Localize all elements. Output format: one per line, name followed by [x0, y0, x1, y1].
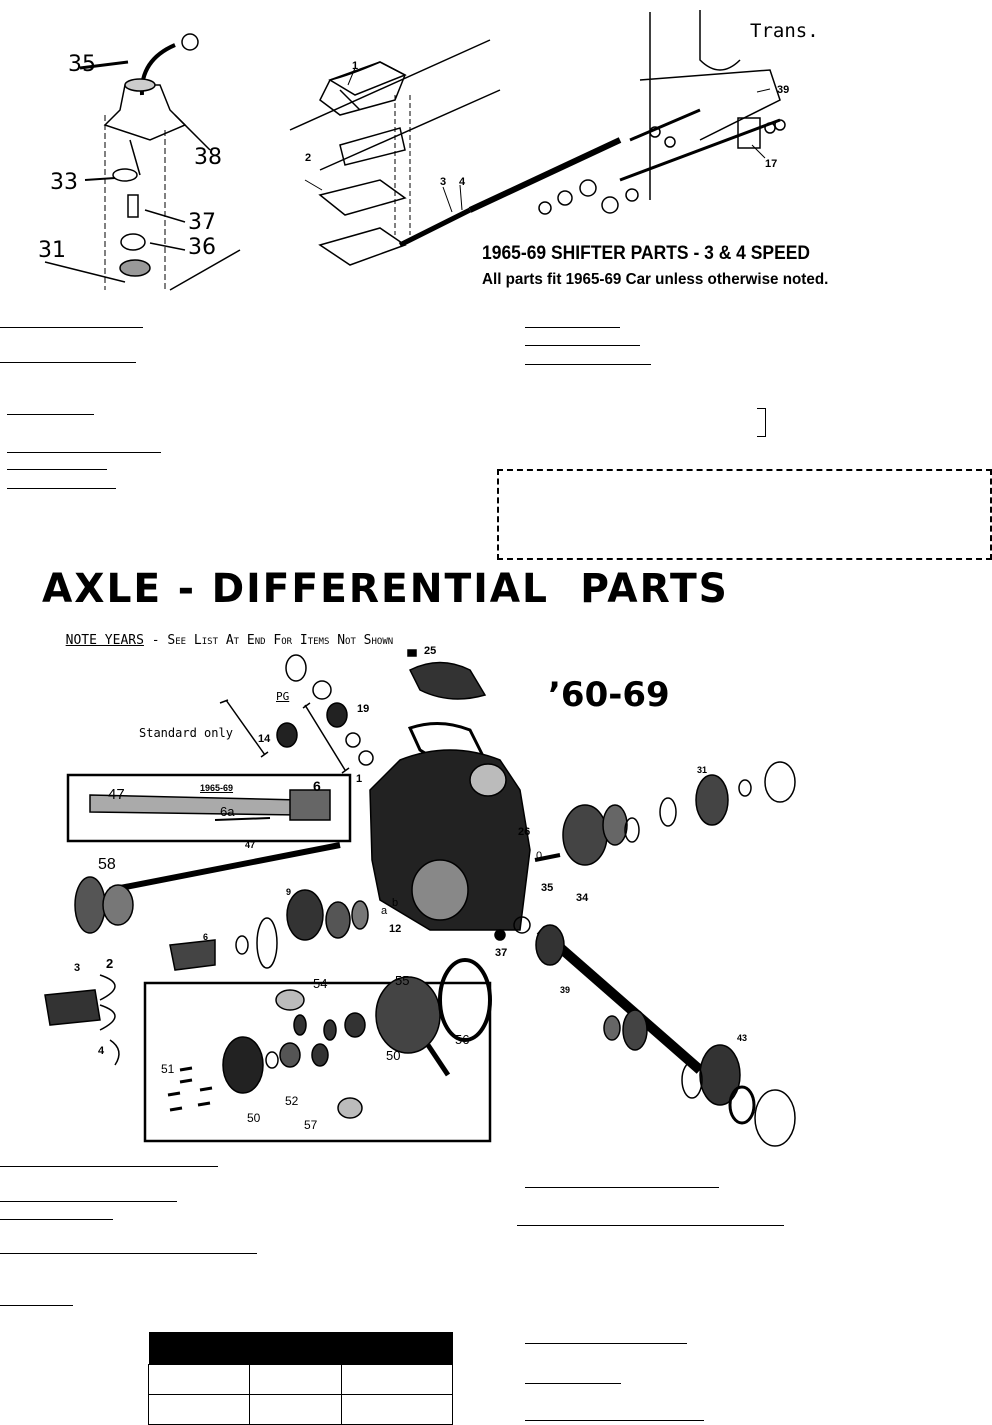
callout-54: 54	[313, 976, 328, 991]
callout-17: 17	[765, 158, 778, 170]
parts-table	[148, 1332, 453, 1425]
blank-line	[525, 1187, 719, 1188]
pg-label: PG	[276, 690, 290, 703]
callout-37: 37	[495, 947, 508, 959]
table-row	[148, 1394, 453, 1425]
callout-50b: 50	[247, 1111, 261, 1125]
callout-58: 58	[98, 856, 116, 873]
callout-39: 39	[560, 985, 571, 995]
callout-38: 38	[194, 145, 222, 170]
inset-year: 1965-69	[200, 783, 234, 793]
callout-36: 36	[188, 235, 216, 260]
callout-2: 2	[305, 152, 312, 164]
table-row	[148, 1364, 453, 1395]
dashed-box	[497, 469, 992, 560]
callout-1: 1	[356, 773, 363, 785]
callout-57: 57	[304, 1118, 318, 1132]
callout-43: 43	[737, 1033, 748, 1043]
blank-line	[7, 452, 161, 453]
blank-line	[7, 488, 116, 489]
callout-9: 9	[286, 887, 292, 897]
axle-note: NOTE YEARS - See List At End For Items N…	[50, 618, 394, 648]
blank-line	[525, 345, 640, 346]
years-label: ’60-69	[548, 675, 670, 715]
note-years: NOTE YEARS	[65, 633, 144, 648]
callout-4: 4	[459, 176, 466, 188]
callout-b: b	[392, 897, 399, 909]
callout-12: 12	[389, 923, 402, 935]
callout-0: 0	[536, 850, 543, 862]
callout-52: 52	[285, 1094, 299, 1108]
blank-line	[0, 1253, 257, 1254]
callout-47-inset: 47	[108, 786, 125, 803]
blank-line	[525, 1420, 704, 1421]
callout-50: 50	[386, 1048, 401, 1063]
callout-37: 37	[188, 210, 216, 235]
bracket	[757, 408, 766, 437]
blank-line	[525, 327, 620, 328]
callout-25: 25	[424, 645, 437, 657]
blank-line	[0, 1219, 113, 1220]
blank-line	[0, 1305, 73, 1306]
callout-6-inset: 6	[313, 778, 321, 794]
callout-35: 35	[541, 882, 554, 894]
blank-line	[0, 327, 143, 328]
table-header	[148, 1332, 453, 1365]
callout-a: a	[381, 905, 388, 917]
callout-39: 39	[777, 84, 790, 96]
callout-34: 34	[576, 892, 589, 904]
callout-47: 47	[245, 840, 256, 850]
shifter-subtitle: All parts fit 1965-69 Car unless otherwi…	[482, 271, 829, 288]
callout-33: 33	[50, 170, 78, 195]
callout-51: 51	[161, 1062, 175, 1076]
blank-line	[525, 1343, 687, 1344]
callout-4: 4	[98, 1045, 105, 1057]
blank-line	[517, 1225, 784, 1226]
callout-35: 35	[68, 52, 96, 77]
trans-label: Trans.	[750, 20, 819, 42]
blank-line	[0, 1201, 177, 1202]
callout-6a: 6a	[220, 804, 235, 819]
shifter-title: 1965-69 SHIFTER PARTS - 3 & 4 SPEED	[482, 243, 811, 264]
blank-line	[7, 469, 107, 470]
callout-3: 3	[440, 176, 447, 188]
standard-only-label: Standard only	[139, 726, 233, 740]
callout-2: 2	[106, 956, 114, 971]
callout-1: 1	[352, 60, 359, 72]
callout-14: 14	[258, 733, 271, 745]
blank-line	[525, 364, 651, 365]
callout-26: 26	[518, 826, 531, 838]
callout-3: 3	[74, 962, 81, 974]
callout-19: 19	[357, 703, 370, 715]
callout-55: 55	[395, 973, 410, 988]
callout-6: 6	[203, 932, 209, 942]
blank-line	[0, 1166, 218, 1167]
callout-31: 31	[38, 238, 66, 263]
blank-line	[0, 362, 136, 363]
axle-title: AXLE - DIFFERENTIAL PARTS	[42, 566, 729, 612]
note-rest: - See List At End For Items Not Shown	[143, 633, 394, 648]
callout-31: 31	[697, 765, 708, 775]
blank-line	[525, 1383, 621, 1384]
blank-line	[7, 414, 94, 415]
callout-56: 56	[455, 1032, 470, 1047]
